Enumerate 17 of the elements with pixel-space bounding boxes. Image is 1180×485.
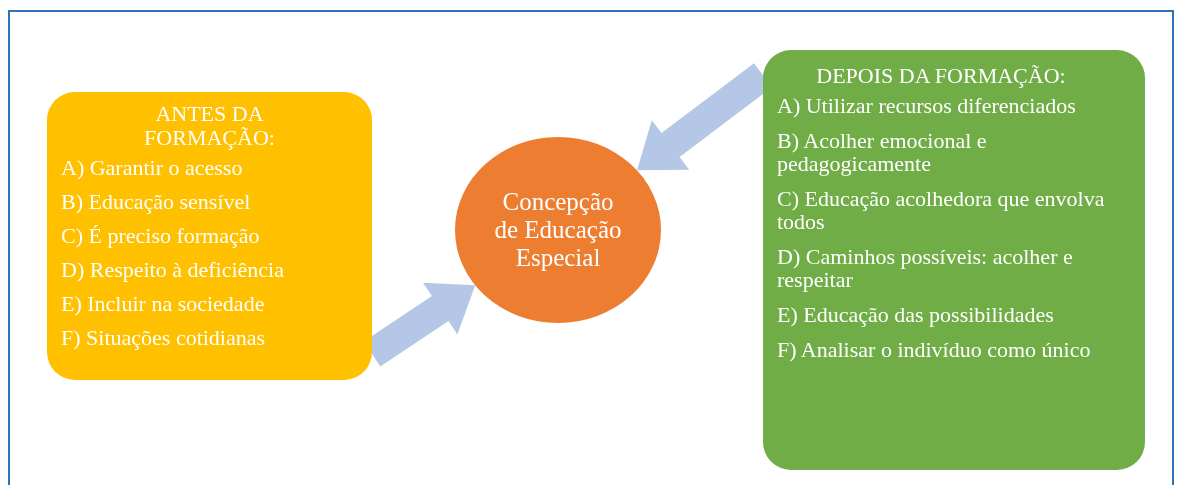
list-item: F) Situações cotidianas [61, 326, 267, 350]
list-item: C) É preciso formação [61, 224, 261, 248]
box-heading: ANTES DA FORMAÇÃO: [143, 102, 276, 150]
list-item: C) Educação acolhedora que envolva todos [777, 187, 1105, 233]
list-item: E) Incluir na sociedade [61, 292, 266, 316]
list-item: D) Caminhos possíveis: acolher e respeitar [777, 245, 1074, 291]
list-item: B) Acolher emocional e pedagogicamente [777, 129, 988, 175]
list-item: B) Educação sensível [61, 190, 252, 214]
concept-text: Concepção de Educação Especial [493, 188, 623, 272]
list-box [763, 50, 1145, 470]
list-item: A) Utilizar recursos diferenciados [777, 94, 1077, 117]
list-item: E) Educação das possibilidades [777, 303, 1055, 326]
list-item: D) Respeito à deficiência [61, 258, 285, 282]
list-item: F) Analisar o indivíduo como único [777, 338, 1092, 361]
box-heading: DEPOIS DA FORMAÇÃO: [815, 64, 1067, 88]
list-box [47, 92, 372, 380]
list-item: A) Garantir o acesso [61, 156, 244, 180]
